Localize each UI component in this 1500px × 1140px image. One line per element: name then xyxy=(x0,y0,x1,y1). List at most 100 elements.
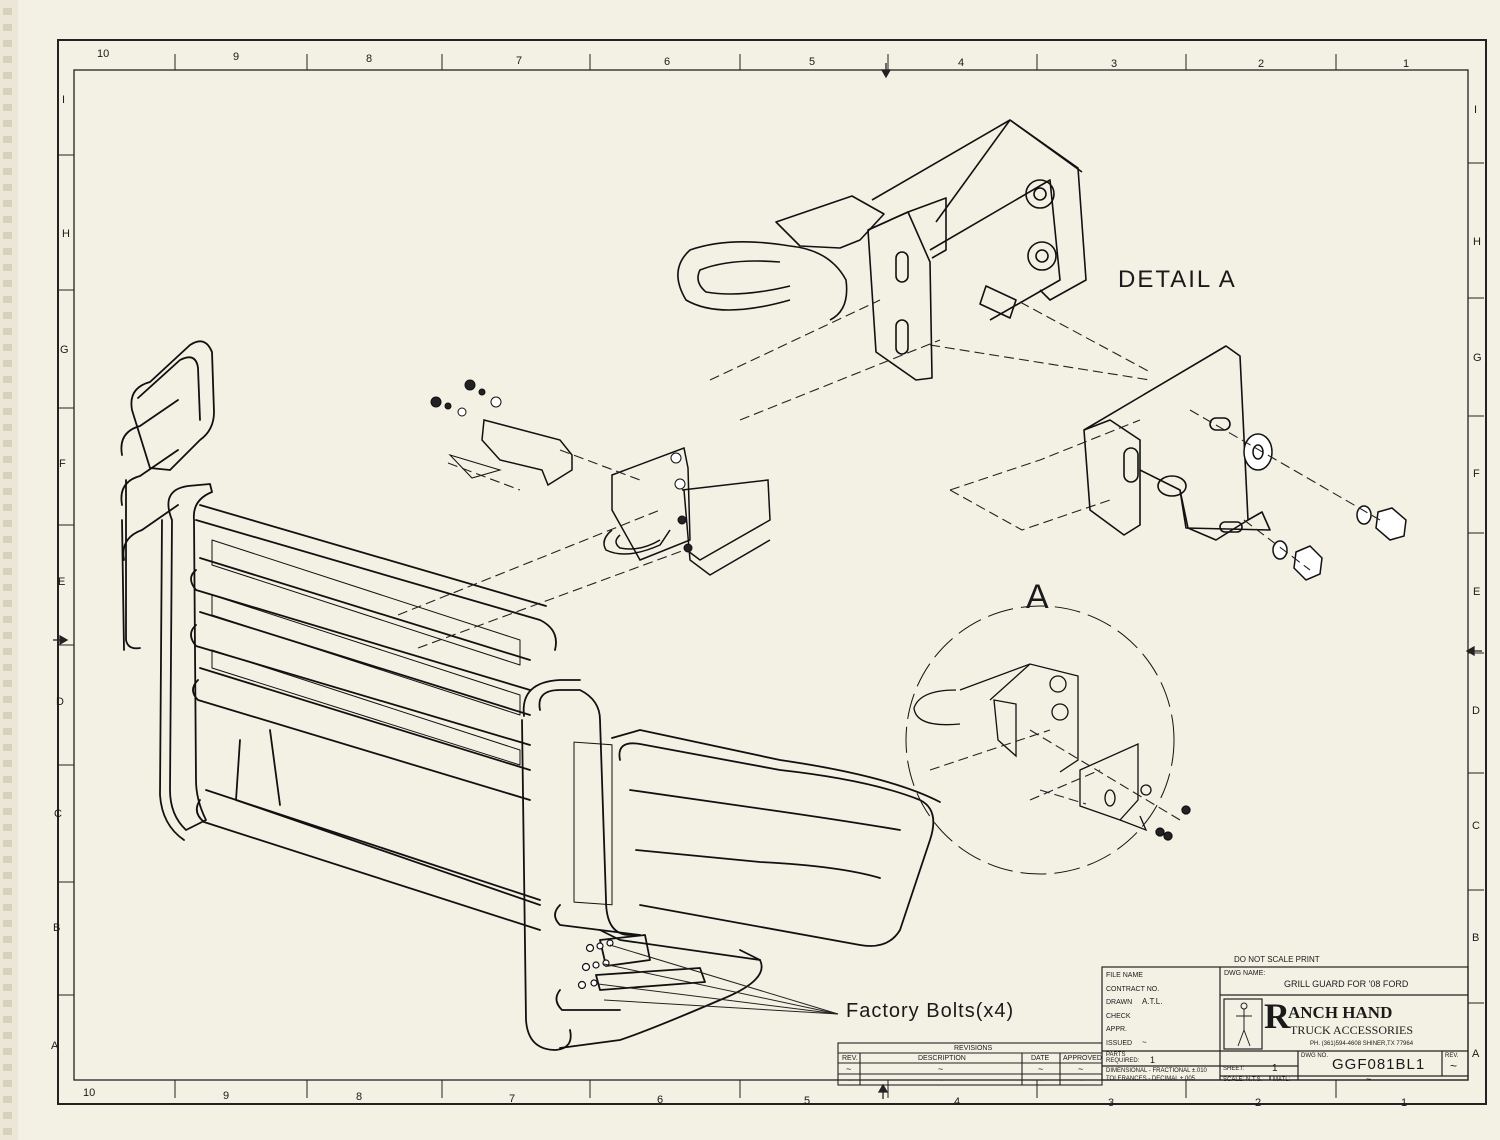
zone-col-label: 2 xyxy=(1255,1097,1262,1109)
binder-hole xyxy=(3,632,12,639)
binder-hole xyxy=(3,504,12,511)
zone-col-label: 2 xyxy=(1258,58,1265,70)
binder-hole xyxy=(3,744,12,751)
binder-hole xyxy=(3,152,12,159)
binder-hole xyxy=(3,248,12,255)
binder-hole xyxy=(3,344,12,351)
binder-hole xyxy=(3,984,12,991)
rev-cell: ~ xyxy=(1078,1075,1084,1085)
binder-hole xyxy=(3,104,12,111)
zone-col-label: 1 xyxy=(1401,1097,1408,1109)
company-logo-initial: R xyxy=(1264,996,1290,1036)
zone-col-label: 10 xyxy=(97,48,110,60)
binder-hole xyxy=(3,552,12,559)
inner-border xyxy=(73,69,1469,1081)
appr-label: APPR. xyxy=(1106,1026,1128,1033)
binder-hole xyxy=(3,856,12,863)
parts-required-value: 1 xyxy=(1150,1055,1156,1065)
binder-hole xyxy=(3,664,12,671)
binder-hole xyxy=(3,456,12,463)
left-upright xyxy=(167,483,213,831)
binder-hole xyxy=(3,136,12,143)
binder-hole xyxy=(3,200,12,207)
binder-hole xyxy=(3,648,12,655)
zone-row-label: A xyxy=(1472,1048,1480,1060)
company-contact: PH. (361)594-4608 SHINER,TX 77964 xyxy=(1310,1041,1414,1047)
tolerance-decimal: TOLERANCES - DECIMAL ±.005 xyxy=(1106,1076,1195,1082)
binder-hole xyxy=(3,1016,12,1023)
rev-header-date: DATE xyxy=(1031,1055,1050,1062)
dwg-number: GGF081BL1 xyxy=(1332,1056,1426,1073)
zone-ticks xyxy=(58,54,1484,1098)
zone-col-label: 3 xyxy=(1111,58,1118,70)
zone-col-label: 1 xyxy=(1403,58,1410,70)
zone-row-label: I xyxy=(62,94,66,106)
dwg-name: GRILL GUARD FOR '08 FORD xyxy=(1284,979,1409,989)
binder-hole xyxy=(3,792,12,799)
sheet-label: SHEET: xyxy=(1223,1066,1245,1072)
binder-hole xyxy=(3,840,12,847)
binder-hole xyxy=(3,280,12,287)
zone-row-label: G xyxy=(60,344,69,356)
zone-col-label: 8 xyxy=(366,53,373,65)
zone-col-label: 7 xyxy=(509,1093,516,1105)
right-hoop xyxy=(538,689,641,936)
zone-row-label: F xyxy=(59,458,66,470)
contract-label: CONTRACT NO. xyxy=(1106,986,1160,993)
top-crossbar xyxy=(195,519,557,651)
rev-cell: ~ xyxy=(1078,1064,1084,1074)
dwg-no-label: DWG NO. xyxy=(1301,1053,1328,1059)
zone-col-label: 7 xyxy=(516,55,523,67)
binder-hole xyxy=(3,392,12,399)
rev-header-rev: REV. xyxy=(842,1055,858,1062)
left-bracket-assembly xyxy=(448,419,771,576)
logo-figure xyxy=(1236,1002,1252,1047)
detail-circle-label: A xyxy=(1026,578,1049,616)
tolerance-fractional: DIMENSIONAL - FRACTIONAL ±.010 xyxy=(1106,1068,1207,1074)
binder-hole xyxy=(3,376,12,383)
rev-cell: ~ xyxy=(1038,1075,1044,1085)
zone-row-label: C xyxy=(54,808,62,820)
do-not-scale-note: DO NOT SCALE PRINT xyxy=(1234,955,1320,964)
drawn-value: A.T.L. xyxy=(1142,997,1163,1006)
zone-row-label: F xyxy=(1473,468,1480,480)
binder-hole xyxy=(3,312,12,319)
binder-hole xyxy=(3,72,12,79)
binder-hole xyxy=(3,952,12,959)
sheet-value: 1 xyxy=(1272,1063,1278,1074)
bottom-tubes xyxy=(554,904,641,936)
mesh-panels xyxy=(211,539,521,766)
binder-hole xyxy=(3,1064,12,1071)
binder-hole xyxy=(3,680,12,687)
binder-hole xyxy=(3,1112,12,1119)
binder-hole xyxy=(3,872,12,879)
zone-row-label: H xyxy=(62,228,70,240)
binder-hole xyxy=(3,472,12,479)
zone-row-label: D xyxy=(56,696,64,708)
binder-hole xyxy=(3,88,12,95)
left-bracket-hardware xyxy=(430,379,693,553)
zone-col-label: 9 xyxy=(223,1090,230,1102)
zone-row-label: E xyxy=(1473,586,1481,598)
binder-hole xyxy=(3,888,12,895)
factory-bolts xyxy=(577,939,614,990)
binder-hole xyxy=(3,824,12,831)
binder-hole xyxy=(3,488,12,495)
matl-value: ~ xyxy=(1366,1074,1372,1084)
binder-hole xyxy=(3,1080,12,1087)
grill-guard-assembly xyxy=(120,340,941,1051)
rev-cell: ~ xyxy=(938,1075,944,1085)
zone-col-label: 6 xyxy=(664,56,671,68)
binder-hole xyxy=(3,536,12,543)
binder-hole xyxy=(3,56,12,63)
zone-row-label: A xyxy=(51,1040,59,1052)
zone-row-label: G xyxy=(1473,352,1482,364)
company-name: ANCH HAND xyxy=(1288,1003,1393,1022)
zone-row-label: H xyxy=(1473,236,1481,248)
binder-hole xyxy=(3,328,12,335)
zone-col-label: 5 xyxy=(804,1095,811,1107)
binder-hole xyxy=(3,920,12,927)
detail-a-title: DETAIL A xyxy=(1118,266,1237,293)
zone-row-label: C xyxy=(1472,820,1480,832)
binder-hole xyxy=(3,520,12,527)
